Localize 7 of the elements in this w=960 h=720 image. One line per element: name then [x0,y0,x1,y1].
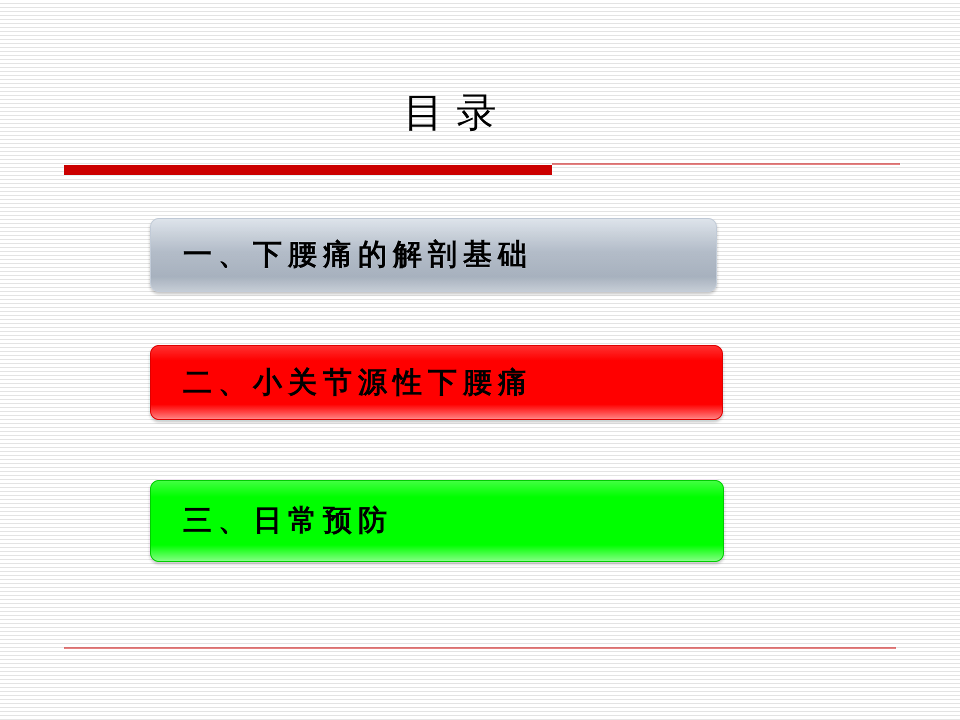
menu-item-label: 三、日常预防 [183,502,393,539]
menu-item-label: 一、下腰痛的解剖基础 [183,236,533,273]
menu-item-label: 二、小关节源性下腰痛 [183,364,533,400]
title: 目 录 [402,89,498,138]
menu-item-bar [150,345,723,420]
menu-item-bar [150,480,724,562]
menu-item-bar [150,218,717,292]
